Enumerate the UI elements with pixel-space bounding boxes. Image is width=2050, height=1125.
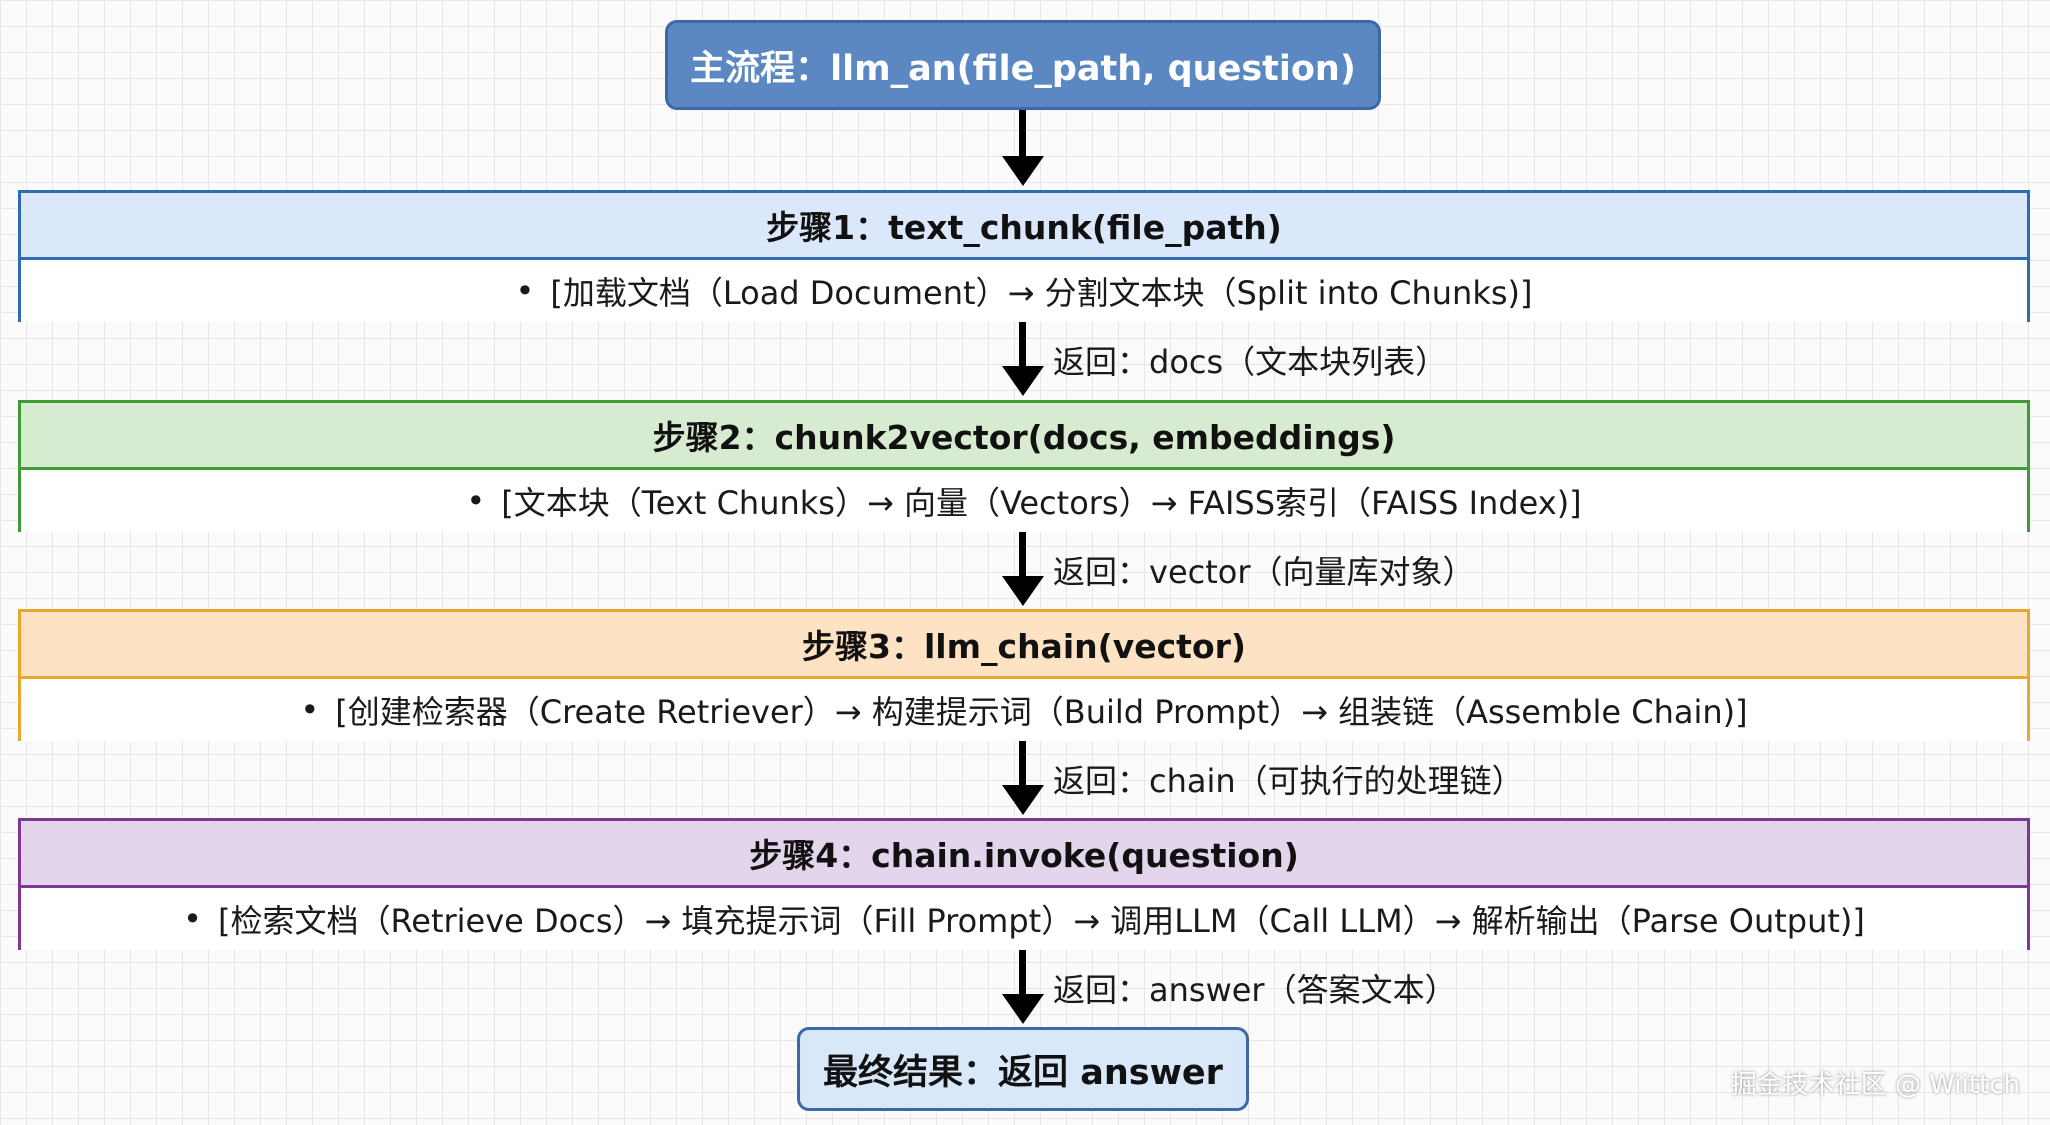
arrow-step4-to-final bbox=[1019, 950, 1026, 996]
final-result-node: 最终结果：返回 answer bbox=[797, 1027, 1249, 1111]
step3-node: 步骤3：llm_chain(vector) • [创建检索器（Create Ret… bbox=[18, 609, 2030, 741]
step1-header: 步骤1：text_chunk(file_path) bbox=[21, 193, 2027, 260]
step3-header: 步骤3：llm_chain(vector) bbox=[21, 612, 2027, 679]
arrow-head-step3-to-step4 bbox=[1002, 785, 1044, 815]
arrow-step2-to-step3 bbox=[1019, 532, 1026, 578]
step2-body: • [文本块（Text Chunks）→ 向量（Vectors）→ FAISS索引… bbox=[21, 470, 2027, 532]
arrow-head-step2-to-step3 bbox=[1002, 576, 1044, 606]
step2-detail: [文本块（Text Chunks）→ 向量（Vectors）→ FAISS索引（… bbox=[501, 484, 1582, 522]
return-label-step1: 返回：docs（文本块列表） bbox=[1053, 343, 1448, 381]
arrow-head-step1-to-step2 bbox=[1002, 366, 1044, 396]
step2-node: 步骤2：chunk2vector(docs, embeddings) • [文本块… bbox=[18, 400, 2030, 532]
step2-header: 步骤2：chunk2vector(docs, embeddings) bbox=[21, 403, 2027, 470]
step1-node: 步骤1：text_chunk(file_path) • [加载文档（Load Do… bbox=[18, 190, 2030, 322]
step4-detail: [检索文档（Retrieve Docs）→ 填充提示词（Fill Prompt）… bbox=[217, 902, 1865, 940]
step4-node: 步骤4：chain.invoke(question) • [检索文档（Retrie… bbox=[18, 818, 2030, 950]
bullet-icon: • bbox=[183, 900, 202, 938]
watermark: 掘金技术社区 @ Wiittch bbox=[1730, 1070, 2020, 1100]
main-process-node: 主流程：llm_an(file_path, question) bbox=[665, 20, 1381, 110]
arrow-step1-to-step2 bbox=[1019, 322, 1026, 368]
step1-detail: [加载文档（Load Document）→ 分割文本块（Split into C… bbox=[550, 274, 1533, 312]
bullet-icon: • bbox=[300, 691, 320, 729]
return-label-step3: 返回：chain（可执行的处理链） bbox=[1053, 762, 1524, 800]
step4-body: • [检索文档（Retrieve Docs）→ 填充提示词（Fill Prompt… bbox=[21, 888, 2027, 950]
step3-body: • [创建检索器（Create Retriever）→ 构建提示词（Build P… bbox=[21, 679, 2027, 741]
return-label-step4: 返回：answer（答案文本） bbox=[1053, 971, 1457, 1009]
bullet-icon: • bbox=[515, 272, 535, 310]
arrow-head-main-to-step1 bbox=[1002, 156, 1044, 186]
step4-header: 步骤4：chain.invoke(question) bbox=[21, 821, 2027, 888]
bullet-icon: • bbox=[466, 482, 486, 520]
return-label-step2: 返回：vector（向量库对象） bbox=[1053, 553, 1475, 591]
arrow-step3-to-step4 bbox=[1019, 741, 1026, 787]
step3-detail: [创建检索器（Create Retriever）→ 构建提示词（Build Pr… bbox=[335, 693, 1748, 731]
arrow-head-step4-to-final bbox=[1002, 994, 1044, 1024]
step1-body: • [加载文档（Load Document）→ 分割文本块（Split into … bbox=[21, 260, 2027, 322]
arrow-main-to-step1 bbox=[1019, 110, 1026, 158]
